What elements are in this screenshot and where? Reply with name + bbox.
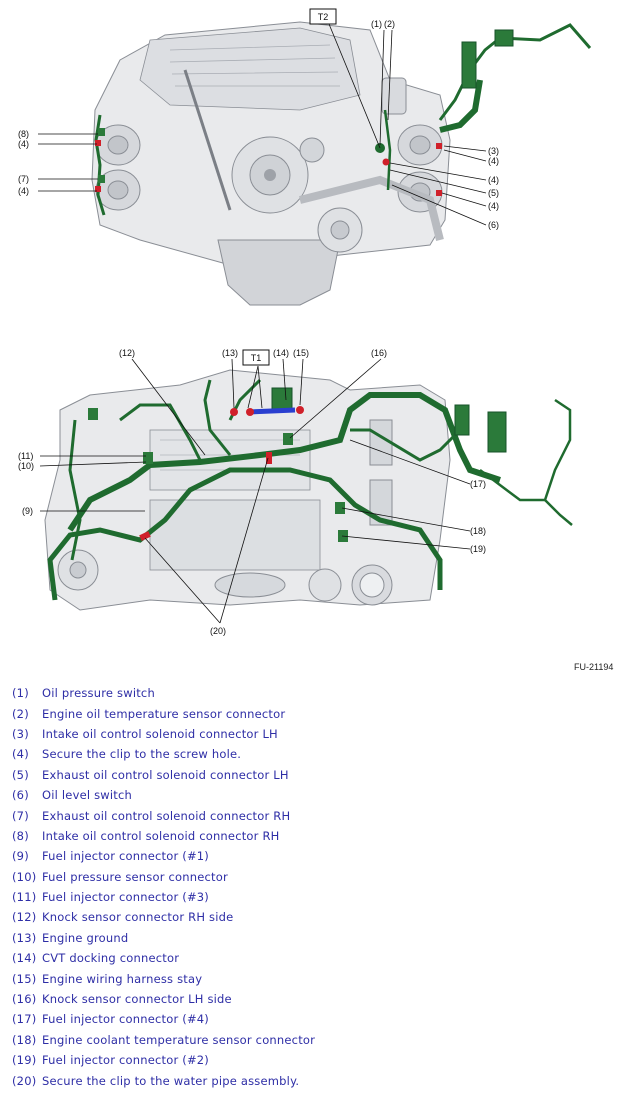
legend-number: (20) bbox=[12, 1073, 37, 1088]
legend-number: (8) bbox=[12, 828, 29, 843]
legend-item: (18) Engine coolant temperature sensor co… bbox=[12, 1030, 612, 1050]
legend-text: Fuel injector connector (#4) bbox=[42, 1012, 209, 1027]
legend-list: (1) Oil pressure switch (2) Engine oil tem… bbox=[12, 683, 612, 1091]
box-t2-label: T2 bbox=[318, 12, 329, 22]
callout-top: (1) bbox=[371, 19, 382, 29]
callout-bottom: (12) bbox=[119, 348, 135, 358]
legend-item: (2) Engine oil temperature sensor connect… bbox=[12, 703, 612, 723]
legend-text: Fuel pressure sensor connector bbox=[42, 869, 228, 884]
callout-top: (3) bbox=[488, 146, 499, 156]
legend-text: Oil level switch bbox=[42, 788, 133, 803]
callout-top: (4) bbox=[488, 201, 499, 211]
box-t2 bbox=[309, 8, 337, 25]
legend-number: (3) bbox=[12, 726, 29, 741]
legend-number: (11) bbox=[12, 890, 37, 905]
legend-number: (2) bbox=[12, 706, 29, 721]
legend-number: (4) bbox=[12, 747, 29, 762]
legend-item: (6) Oil level switch bbox=[12, 785, 612, 805]
callout-top: (8) bbox=[18, 129, 29, 139]
callout-top: (2) bbox=[384, 19, 395, 29]
legend-text: Secure the clip to the screw hole. bbox=[42, 747, 242, 762]
legend-number: (9) bbox=[12, 849, 29, 864]
callout-bottom: (15) bbox=[293, 348, 309, 358]
callout-bottom: (11) bbox=[18, 451, 33, 461]
legend-text: Fuel injector connector (#1) bbox=[42, 849, 209, 864]
engine-harness-figure: T2 T1 (8) (4) (7) (4) (1) (2) (3) (4) (4… bbox=[18, 8, 614, 672]
legend-item: (19) Fuel injector connector (#2) bbox=[12, 1050, 612, 1070]
callout-bottom: (16) bbox=[371, 348, 387, 358]
legend-number: (17) bbox=[12, 1012, 37, 1027]
legend-item: (10) Fuel pressure sensor connector bbox=[12, 867, 612, 887]
legend-text: Knock sensor connector RH side bbox=[42, 910, 234, 925]
callout-top: (4) bbox=[18, 186, 29, 196]
legend-text: CVT docking connector bbox=[42, 951, 180, 966]
box-t1-label: T1 bbox=[251, 353, 262, 363]
legend-text: Intake oil control solenoid connector LH bbox=[42, 726, 278, 741]
legend-item: (7) Exhaust oil control solenoid connecto… bbox=[12, 805, 612, 825]
bottom-engine-illustration bbox=[44, 369, 573, 611]
legend-number: (5) bbox=[12, 767, 29, 782]
legend-item: (8) Intake oil control solenoid connector… bbox=[12, 826, 612, 846]
callout-bottom: (20) bbox=[210, 626, 226, 636]
top-leader-lines bbox=[38, 23, 487, 226]
legend-number: (6) bbox=[12, 788, 29, 803]
legend-text: Secure the clip to the water pipe assemb… bbox=[42, 1073, 300, 1088]
legend-number: (1) bbox=[12, 686, 29, 701]
callout-bottom: (9) bbox=[22, 506, 33, 516]
legend-item: (1) Oil pressure switch bbox=[12, 683, 612, 703]
legend-number: (13) bbox=[12, 930, 37, 945]
callout-bottom: (13) bbox=[222, 348, 238, 358]
legend-item: (5) Exhaust oil control solenoid connecto… bbox=[12, 765, 612, 785]
legend-item: (15) Engine wiring harness stay bbox=[12, 968, 612, 988]
legend-item: (14) CVT docking connector bbox=[12, 948, 612, 968]
legend-item: (17) Fuel injector connector (#4) bbox=[12, 1009, 612, 1029]
legend-item: (9) Fuel injector connector (#1) bbox=[12, 846, 612, 866]
legend-text: Engine ground bbox=[42, 930, 129, 945]
figure-id: FU-21194 bbox=[574, 662, 614, 672]
callout-bottom: (10) bbox=[18, 461, 34, 471]
legend-item: (4) Secure the clip to the screw hole. bbox=[12, 744, 612, 764]
legend-item: (20) Secure the clip to the water pipe as… bbox=[12, 1070, 612, 1090]
legend-text: Engine coolant temperature sensor connec… bbox=[42, 1032, 316, 1047]
legend-number: (16) bbox=[12, 992, 37, 1007]
callout-top: (5) bbox=[488, 188, 499, 198]
legend-number: (15) bbox=[12, 971, 37, 986]
legend-number: (7) bbox=[12, 808, 29, 823]
top-engine-illustration bbox=[91, 21, 592, 306]
legend-text: Engine wiring harness stay bbox=[42, 971, 203, 986]
legend-number: (10) bbox=[12, 869, 37, 884]
legend-number: (19) bbox=[12, 1053, 37, 1068]
legend-text: Fuel injector connector (#2) bbox=[42, 1053, 209, 1068]
legend-item: (11) Fuel injector connector (#3) bbox=[12, 887, 612, 907]
callout-top: (4) bbox=[488, 175, 499, 185]
bottom-leader-lines bbox=[39, 358, 471, 624]
legend-text: Oil pressure switch bbox=[42, 686, 155, 701]
box-t1 bbox=[242, 349, 270, 366]
legend-item: (12) Knock sensor connector RH side bbox=[12, 907, 612, 927]
legend-item: (13) Engine ground bbox=[12, 928, 612, 948]
legend-number: (18) bbox=[12, 1032, 37, 1047]
callout-top: (6) bbox=[488, 220, 499, 230]
legend-text: Exhaust oil control solenoid connector L… bbox=[42, 767, 289, 782]
callout-bottom: (14) bbox=[273, 348, 289, 358]
legend-item: (16) Knock sensor connector LH side bbox=[12, 989, 612, 1009]
legend-text: Engine oil temperature sensor connector bbox=[42, 706, 286, 721]
engine-diagram: T2 T1 (8) (4) (7) (4) (1) (2) (3) (4) (4… bbox=[18, 8, 592, 636]
callout-bottom: (18) bbox=[470, 526, 486, 536]
legend-text: Fuel injector connector (#3) bbox=[42, 890, 209, 905]
legend-text: Exhaust oil control solenoid connector R… bbox=[42, 808, 291, 823]
callout-top: (4) bbox=[488, 156, 499, 166]
legend-number: (12) bbox=[12, 910, 37, 925]
legend-text: Intake oil control solenoid connector RH bbox=[42, 828, 280, 843]
callout-bottom: (17) bbox=[470, 479, 486, 489]
callout-top: (4) bbox=[18, 139, 29, 149]
callout-bottom: (19) bbox=[470, 544, 486, 554]
legend-text: Knock sensor connector LH side bbox=[42, 992, 232, 1007]
callout-top: (7) bbox=[18, 174, 29, 184]
legend-item: (3) Intake oil control solenoid connector… bbox=[12, 724, 612, 744]
legend-number: (14) bbox=[12, 951, 37, 966]
